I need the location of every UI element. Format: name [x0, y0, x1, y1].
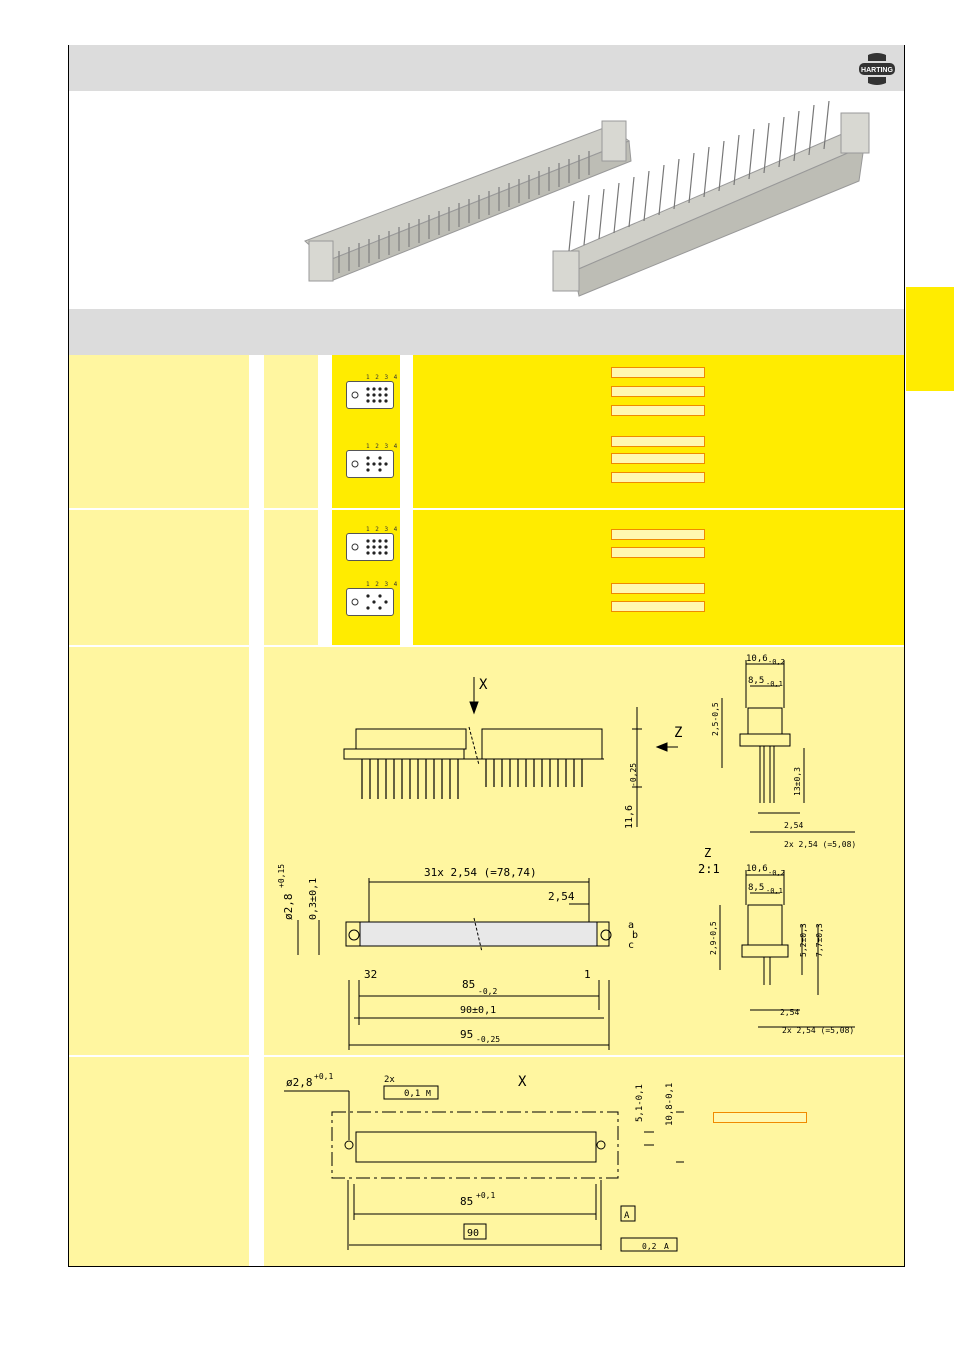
- dim-height-tol: -0,25: [629, 763, 638, 787]
- ordering-layout-cell-2: [332, 510, 400, 645]
- cutout-label-cell: [69, 1057, 249, 1267]
- view-x-label: X: [479, 677, 488, 693]
- pin-layout-icon: [346, 381, 394, 409]
- row-a-label: a: [628, 920, 634, 931]
- dim-hole-dia: ø2,8: [282, 894, 295, 921]
- pin-layout-icon: [346, 588, 394, 616]
- order-number-box: [611, 386, 705, 397]
- logo-text: HARTING: [861, 67, 893, 74]
- header-band: [69, 45, 904, 91]
- cutout-view-label: X: [518, 1074, 527, 1090]
- cutout-h1: 5,1-0,1: [635, 1084, 645, 1122]
- product-photo-area: [69, 91, 904, 309]
- order-number-box: [611, 453, 705, 464]
- bottom-frame-line: [68, 1266, 905, 1267]
- row-c-label: c: [628, 940, 634, 951]
- view-z-label: Z: [674, 725, 682, 741]
- cutout-position-tol: 0,1: [404, 1089, 420, 1099]
- pin-layout-icon: [346, 450, 394, 478]
- top-view-drawing: 31x 2,54 (=78,74) 2,54 ø2,8 +0,15 0,3±0,…: [277, 864, 638, 1050]
- pin-layout-icon: [346, 533, 394, 561]
- dimensions-drawing-cell: [264, 647, 904, 1055]
- row-b-label: b: [632, 930, 638, 941]
- cutout-hole: ø2,8: [286, 1076, 313, 1089]
- dim-hole-dia-tol: +0,15: [277, 864, 286, 888]
- dim-90: 90±0,1: [460, 1005, 496, 1016]
- pin-columns: 1 2 3 4: [366, 581, 399, 588]
- order-number-box: [611, 583, 705, 594]
- cutout-dim-90: 90: [467, 1228, 479, 1239]
- ordering-label-cell-1: [69, 355, 249, 508]
- pin-columns: 1 2 3 4: [366, 526, 399, 533]
- detail-z-scale: 2:1: [698, 862, 720, 876]
- end-h2: 13±0,3: [793, 767, 802, 796]
- harting-logo: HARTING: [858, 52, 896, 86]
- end-p2: 2x 2,54 (=5,08): [784, 840, 856, 849]
- right-frame-line: [904, 45, 905, 1267]
- detail-w1: 10,6: [746, 864, 768, 874]
- ordering-type-cell-2: [264, 510, 318, 645]
- cutout-order-box: [713, 1112, 807, 1123]
- cutout-datum: A: [624, 1211, 630, 1221]
- dimensions-label-cell: [69, 647, 249, 1055]
- ordering-layout-cell-1: [332, 355, 400, 508]
- cutout-dim-85: 85: [460, 1195, 473, 1208]
- dim-height: 11,6: [624, 805, 635, 829]
- order-number-box: [611, 472, 705, 483]
- order-number-box: [611, 436, 705, 447]
- cutout-flat-tol: 0,2: [642, 1242, 657, 1251]
- pin-last-label: 1: [584, 968, 591, 981]
- dim-95-tol: -0,25: [476, 1035, 500, 1044]
- detail-h1: 2,9-0,5: [709, 921, 718, 955]
- ordering-type-cell-1: [264, 355, 318, 508]
- connector-photo: [304, 100, 870, 297]
- end-w2-tol: -0,1: [766, 680, 783, 688]
- detail-p2: 2x 2,54 (=5,08): [782, 1026, 854, 1035]
- cutout-position-mod: M: [426, 1089, 431, 1098]
- cutout-h2: 10,8-0,1: [665, 1083, 675, 1126]
- pin-columns: 1 2 3 4: [366, 443, 399, 450]
- section-band: [69, 309, 904, 355]
- dim-85-tol: -0,2: [478, 987, 497, 996]
- dim-95: 95: [460, 1028, 473, 1041]
- board-cutout-drawing: X ø2,8 +0,1 2x 0,1 M 5,1-0,1 10,8-0,1 85…: [284, 1072, 684, 1252]
- detail-w2-tol: -0,1: [766, 887, 783, 895]
- detail-h2: 5,2±0,3: [799, 923, 808, 957]
- detail-w2: 8,5: [748, 883, 764, 893]
- end-view-drawing: 10,6 -0,2 8,5 -0,1 2,5-0,5 13±0,3 2,54 2…: [711, 654, 856, 849]
- dim-pitch-total: 31x 2,54 (=78,74): [424, 866, 537, 879]
- detail-z-label: Z: [704, 846, 711, 860]
- end-p1: 2,54: [784, 821, 803, 830]
- end-w1-tol: -0,2: [768, 658, 785, 666]
- order-number-box: [611, 601, 705, 612]
- dim-pitch: 2,54: [548, 890, 575, 903]
- order-number-box: [611, 547, 705, 558]
- cutout-hole-tol: +0,1: [314, 1072, 333, 1081]
- chapter-tab: [906, 287, 954, 391]
- end-h1: 2,5-0,5: [711, 702, 720, 736]
- cutout-dim-85-tol: +0,1: [476, 1191, 495, 1200]
- end-w1: 10,6: [746, 654, 768, 664]
- dim-offset: 0,3±0,1: [308, 878, 319, 920]
- order-number-box: [611, 405, 705, 416]
- detail-w1-tol: -0,2: [768, 869, 785, 877]
- pin-columns: 1 2 3 4: [366, 374, 399, 381]
- detail-z-drawing: Z 2:1 10,6 -0,2 8,5 -0,1 2,9-0,5 5,2±0,3…: [698, 846, 855, 1035]
- side-view-drawing: X Z 11,6 -0,25: [343, 677, 682, 829]
- ordering-label-cell-2: [69, 510, 249, 645]
- cutout-flat-datum: A: [664, 1242, 669, 1251]
- order-number-box: [611, 367, 705, 378]
- end-w2: 8,5: [748, 676, 764, 686]
- detail-p1: 2,54: [780, 1008, 799, 1017]
- pin-first-label: 32: [364, 968, 377, 981]
- left-frame-line: [68, 45, 69, 1267]
- detail-h3: 7,7±0,3: [815, 923, 824, 957]
- order-number-box: [611, 529, 705, 540]
- cutout-count: 2x: [384, 1075, 395, 1085]
- dim-85: 85: [462, 978, 475, 991]
